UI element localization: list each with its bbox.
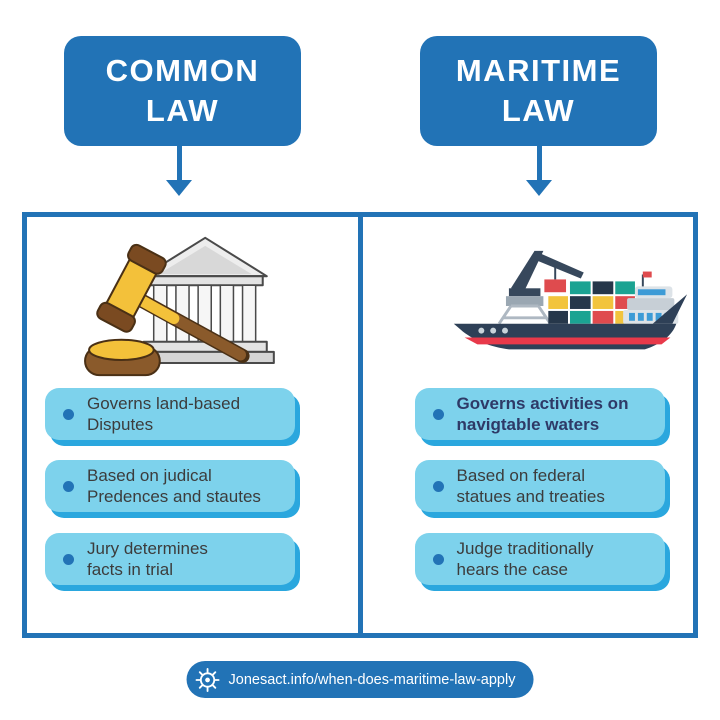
common-law-header: COMMON LAW: [64, 36, 301, 146]
courthouse-gavel-illustration: [84, 236, 275, 377]
point-text: Based on federal: [456, 465, 586, 485]
ship-helm-icon: [195, 667, 220, 692]
point-text: Governs land-based: [87, 393, 241, 413]
cargo-ship-illustration: [453, 250, 687, 350]
common-law-title-line2: LAW: [145, 93, 220, 128]
maritime-law-title-line2: LAW: [501, 93, 576, 128]
point-text: Disputes: [87, 415, 154, 434]
point-text: hears the case: [456, 560, 569, 579]
footer-url-pill[interactable]: Jonesact.info/when-does-maritime-law-app…: [186, 661, 534, 698]
point-text: Jury determines: [87, 538, 208, 558]
bullet-dot-icon: [63, 408, 74, 420]
maritime-law-point-3: Judge traditionally hears the case: [414, 533, 665, 585]
column-divider: [357, 217, 363, 633]
point-text: facts in trial: [87, 560, 173, 579]
point-text: Predences and stautes: [87, 487, 261, 506]
bullet-dot-icon: [63, 553, 74, 565]
bullet-dot-icon: [432, 553, 444, 565]
footer-url-text[interactable]: Jonesact.info/when-does-maritime-law-app…: [228, 671, 516, 688]
down-arrow-icon: [526, 146, 552, 196]
point-text: Judge traditionally: [456, 538, 594, 558]
common-law-title-line1: COMMON: [105, 53, 260, 89]
point-text: navigtable waters: [456, 415, 600, 434]
maritime-law-header: MARITIME LAW: [420, 36, 657, 146]
down-arrow-icon: [166, 146, 192, 196]
point-text: statues and treaties: [456, 487, 605, 506]
common-law-column: Governs land-based Disputes Based on jud…: [27, 217, 358, 633]
bullet-dot-icon: [432, 408, 444, 420]
maritime-law-column: Governs activities on navigtable waters …: [363, 217, 694, 633]
maritime-law-title-line1: MARITIME: [455, 53, 622, 89]
common-law-point-2: Based on judical Predences and stautes: [45, 460, 295, 512]
comparison-panel: Governs land-based Disputes Based on jud…: [22, 212, 698, 638]
maritime-law-point-2: Based on federal statues and treaties: [414, 460, 665, 512]
point-text: Based on judical: [87, 465, 212, 485]
maritime-law-point-1: Governs activities on navigtable waters: [414, 388, 665, 440]
common-law-point-3: Jury determines facts in trial: [45, 533, 295, 585]
common-law-point-1: Governs land-based Disputes: [45, 388, 295, 440]
point-text: Governs activities on: [456, 393, 629, 413]
bullet-dot-icon: [63, 480, 74, 492]
bullet-dot-icon: [432, 480, 444, 492]
